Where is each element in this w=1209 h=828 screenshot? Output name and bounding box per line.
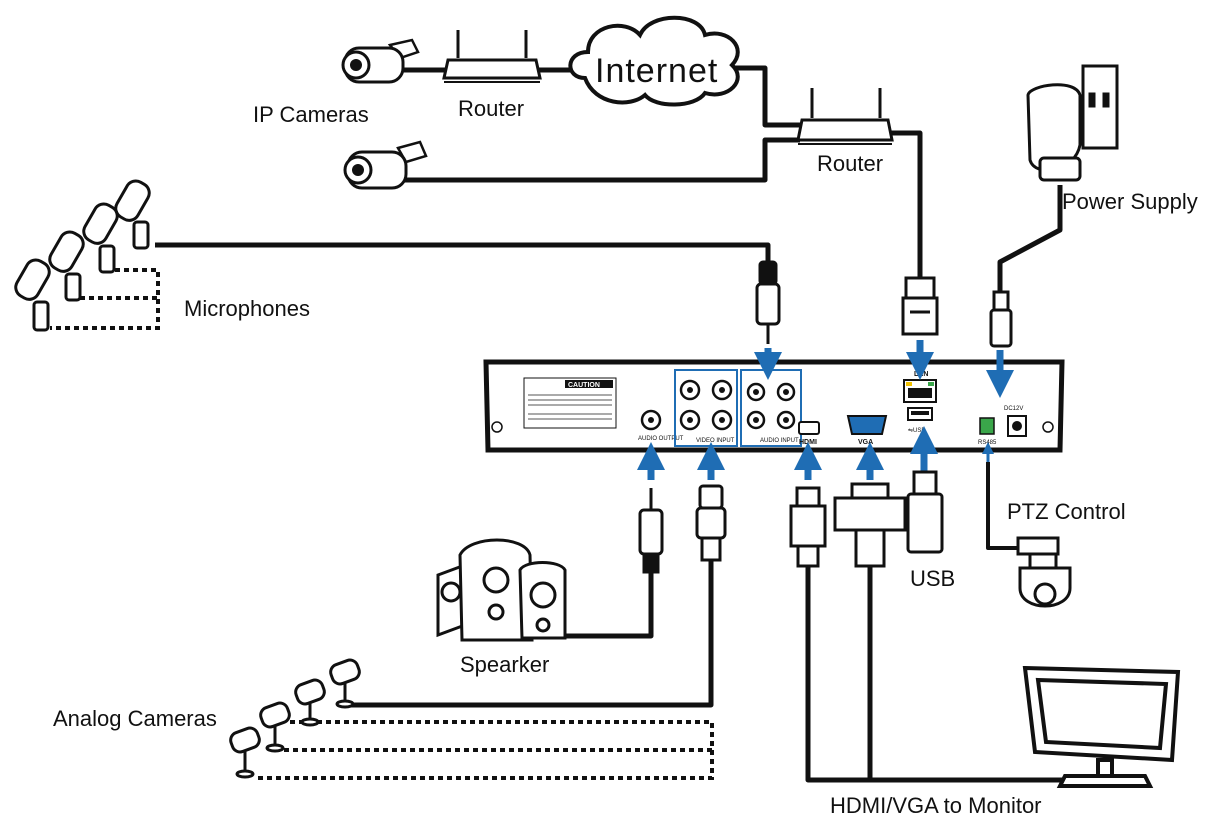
- rca-plug-audio-out-icon: [638, 488, 664, 574]
- monitor-label: HDMI/VGA to Monitor: [830, 793, 1042, 818]
- rj45-plug-icon: [901, 276, 939, 336]
- video-input-label: VIDEO INPUT: [696, 438, 735, 444]
- dc12v-label: DC12V: [1004, 406, 1023, 412]
- cable-ipcam2-router2: [405, 137, 800, 183]
- cable-hdmi-monitor: [805, 565, 1068, 783]
- cable-ptz: [986, 462, 1020, 550]
- internet-label: Internet: [595, 52, 719, 90]
- bnc-plug-icon: [695, 484, 727, 562]
- dc-power-plug-icon: [989, 290, 1013, 348]
- speaker-label: Spearker: [460, 652, 550, 677]
- analog-cameras-icon: [229, 658, 361, 779]
- power-supply-icon: [1026, 64, 1119, 182]
- router-right-label: Router: [817, 151, 884, 176]
- power-supply-label: Power Supply: [1062, 189, 1198, 214]
- hdmi-plug-icon: [789, 486, 827, 568]
- cable-internet-router2: [735, 65, 800, 128]
- router-left-label: Router: [458, 96, 525, 121]
- vga-port: [846, 415, 888, 435]
- audio-output-label: AUDIO OUTPUT: [638, 436, 684, 442]
- analog-cameras-label: Analog Cameras: [53, 706, 217, 731]
- dvr-recorder: CAUTION AUDIO OUTPUT VIDEO INPUT AUDIO I…: [483, 359, 1065, 453]
- usb-port-label: ⇋USB: [908, 427, 925, 434]
- ip-camera-icon: [341, 38, 420, 84]
- audio-input-label: AUDIO INPUT: [760, 438, 799, 444]
- monitor-icon: [1022, 665, 1181, 788]
- ptz-control-label: PTZ Control: [1007, 499, 1126, 524]
- ip-cameras-label: IP Cameras: [253, 102, 369, 127]
- router-right-icon: [796, 88, 894, 145]
- caution-label: CAUTION: [568, 382, 600, 389]
- microphones-label: Microphones: [184, 296, 310, 321]
- dotted-cables: [50, 268, 714, 780]
- microphones-icon: [14, 179, 151, 332]
- cable-analogcam-videoin: [350, 560, 714, 708]
- rs485-port: [979, 417, 995, 435]
- lan-port-label: LAN: [914, 371, 928, 378]
- dotted-mic-1: [50, 268, 160, 330]
- usb-drive-icon: [906, 470, 944, 554]
- cables: [155, 65, 1068, 783]
- ip-camera-icon: [343, 140, 428, 190]
- rs485-port-label: RS485: [978, 440, 997, 446]
- cable-speaker-audioout: [565, 570, 654, 639]
- speaker-icon: [436, 538, 567, 642]
- usb-label: USB: [910, 566, 956, 591]
- cable-mic-audioin: [155, 242, 771, 262]
- vga-port-label: VGA: [858, 439, 873, 446]
- hdmi-port-label: HDMI: [799, 439, 817, 446]
- connection-arrows: [637, 340, 1014, 480]
- vga-plug-icon: [833, 482, 907, 568]
- ptz-camera-icon: [1016, 536, 1072, 608]
- router-left-icon: [442, 30, 542, 83]
- cable-router2-lan: [888, 130, 923, 280]
- hdmi-port: [798, 421, 820, 435]
- cable-power: [997, 185, 1063, 295]
- internet-cloud-icon: [568, 15, 740, 107]
- rca-plug-audio-in-icon: [755, 260, 781, 344]
